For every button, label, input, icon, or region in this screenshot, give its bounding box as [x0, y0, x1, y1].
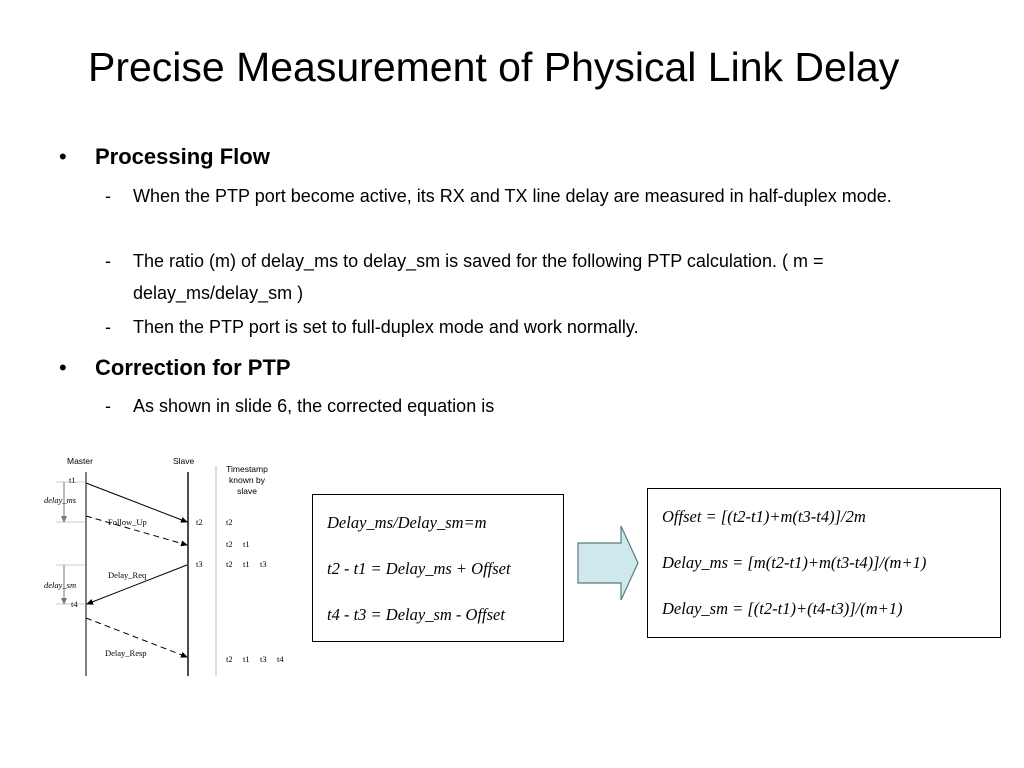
bullet-dot: •	[59, 144, 67, 169]
timing-diagram-svg: Master Slave Timestamp known by slave t1…	[44, 456, 284, 676]
sub-item-2: - The ratio (m) of delay_ms to delay_sm …	[105, 245, 983, 309]
sub-item-text: Then the PTP port is set to full-duplex …	[133, 317, 639, 337]
equations-box-left: Delay_ms/Delay_sm=m t2 - t1 = Delay_ms +…	[312, 494, 564, 642]
stamp-value: t2	[226, 517, 233, 527]
stamp-value: t2	[226, 654, 233, 664]
stamp-value: t3	[260, 654, 267, 664]
bullet-processing-flow: • Processing Flow	[59, 144, 270, 170]
stamp-value: t1	[243, 539, 250, 549]
equation-ratio: Delay_ms/Delay_sm=m	[327, 513, 487, 532]
stamp-row-3: t2 t1 t3	[226, 559, 267, 569]
delay-req-arrow	[86, 564, 188, 605]
equation-delay-sm: t4 - t3 = Delay_sm - Offset	[327, 605, 505, 624]
master-label: Master	[67, 456, 93, 466]
bullet-heading: Processing Flow	[95, 144, 270, 169]
follow-up-arrow	[85, 515, 188, 547]
timestamp-header-2: known by	[229, 475, 266, 485]
dash-marker: -	[105, 396, 111, 416]
right-arrow-icon	[577, 525, 639, 601]
t2-label-slave: t2	[196, 517, 203, 527]
slave-label: Slave	[173, 456, 195, 466]
equations-box-right: Offset = [(t2-t1)+m(t3-t4)]/2m Delay_ms …	[647, 488, 1001, 638]
equation-delay-sm-corrected: Delay_sm = [(t2-t1)+(t4-t3)]/(m+1)	[662, 599, 903, 618]
delay-ms-label: delay_ms	[44, 495, 77, 505]
dash-marker: -	[105, 186, 111, 206]
follow-up-label: Follow_Up	[108, 517, 147, 527]
equation-delay-ms: t2 - t1 = Delay_ms + Offset	[327, 559, 511, 578]
slide-title: Precise Measurement of Physical Link Del…	[88, 44, 900, 90]
stamp-value: t4	[277, 654, 284, 664]
sub-item-3: - Then the PTP port is set to full-duple…	[105, 311, 983, 343]
stamp-value: t1	[243, 559, 250, 569]
dash-marker: -	[105, 317, 111, 337]
ptp-timing-diagram: Master Slave Timestamp known by slave t1…	[38, 452, 300, 682]
t1-label: t1	[69, 475, 76, 485]
bullet-correction-for-ptp: • Correction for PTP	[59, 355, 291, 381]
bullet-heading: Correction for PTP	[95, 355, 291, 380]
timestamp-header-3: slave	[237, 486, 257, 496]
stamp-value: t2	[226, 539, 233, 549]
sub-item-text: When the PTP port become active, its RX …	[133, 186, 892, 206]
stamp-row-2: t2 t1	[226, 539, 250, 549]
equation-offset: Offset = [(t2-t1)+m(t3-t4)]/2m	[662, 507, 866, 526]
dash-marker: -	[105, 251, 111, 271]
delay-sm-label: delay_sm	[44, 580, 76, 590]
delay-resp-arrow	[85, 617, 188, 658]
stamp-value: t3	[260, 559, 267, 569]
delay-resp-label: Delay_Resp	[105, 648, 147, 658]
sub-item-1: - When the PTP port become active, its R…	[105, 180, 983, 212]
sub-item-text: The ratio (m) of delay_ms to delay_sm is…	[133, 251, 824, 303]
t3-label-slave: t3	[196, 559, 203, 569]
equation-delay-ms-corrected: Delay_ms = [m(t2-t1)+m(t3-t4)]/(m+1)	[662, 553, 927, 572]
sync-message-arrow	[85, 482, 188, 523]
sub-item-4: - As shown in slide 6, the corrected equ…	[105, 390, 983, 422]
stamp-row-1: t2	[226, 517, 233, 527]
sub-item-text: As shown in slide 6, the corrected equat…	[133, 396, 495, 416]
stamp-value: t1	[243, 654, 250, 664]
stamp-row-4: t2 t1 t3 t4	[226, 654, 284, 664]
timestamp-header-1: Timestamp	[226, 464, 268, 474]
stamp-value: t2	[226, 559, 233, 569]
delay-req-label: Delay_Req	[108, 570, 147, 580]
bullet-dot: •	[59, 355, 67, 380]
